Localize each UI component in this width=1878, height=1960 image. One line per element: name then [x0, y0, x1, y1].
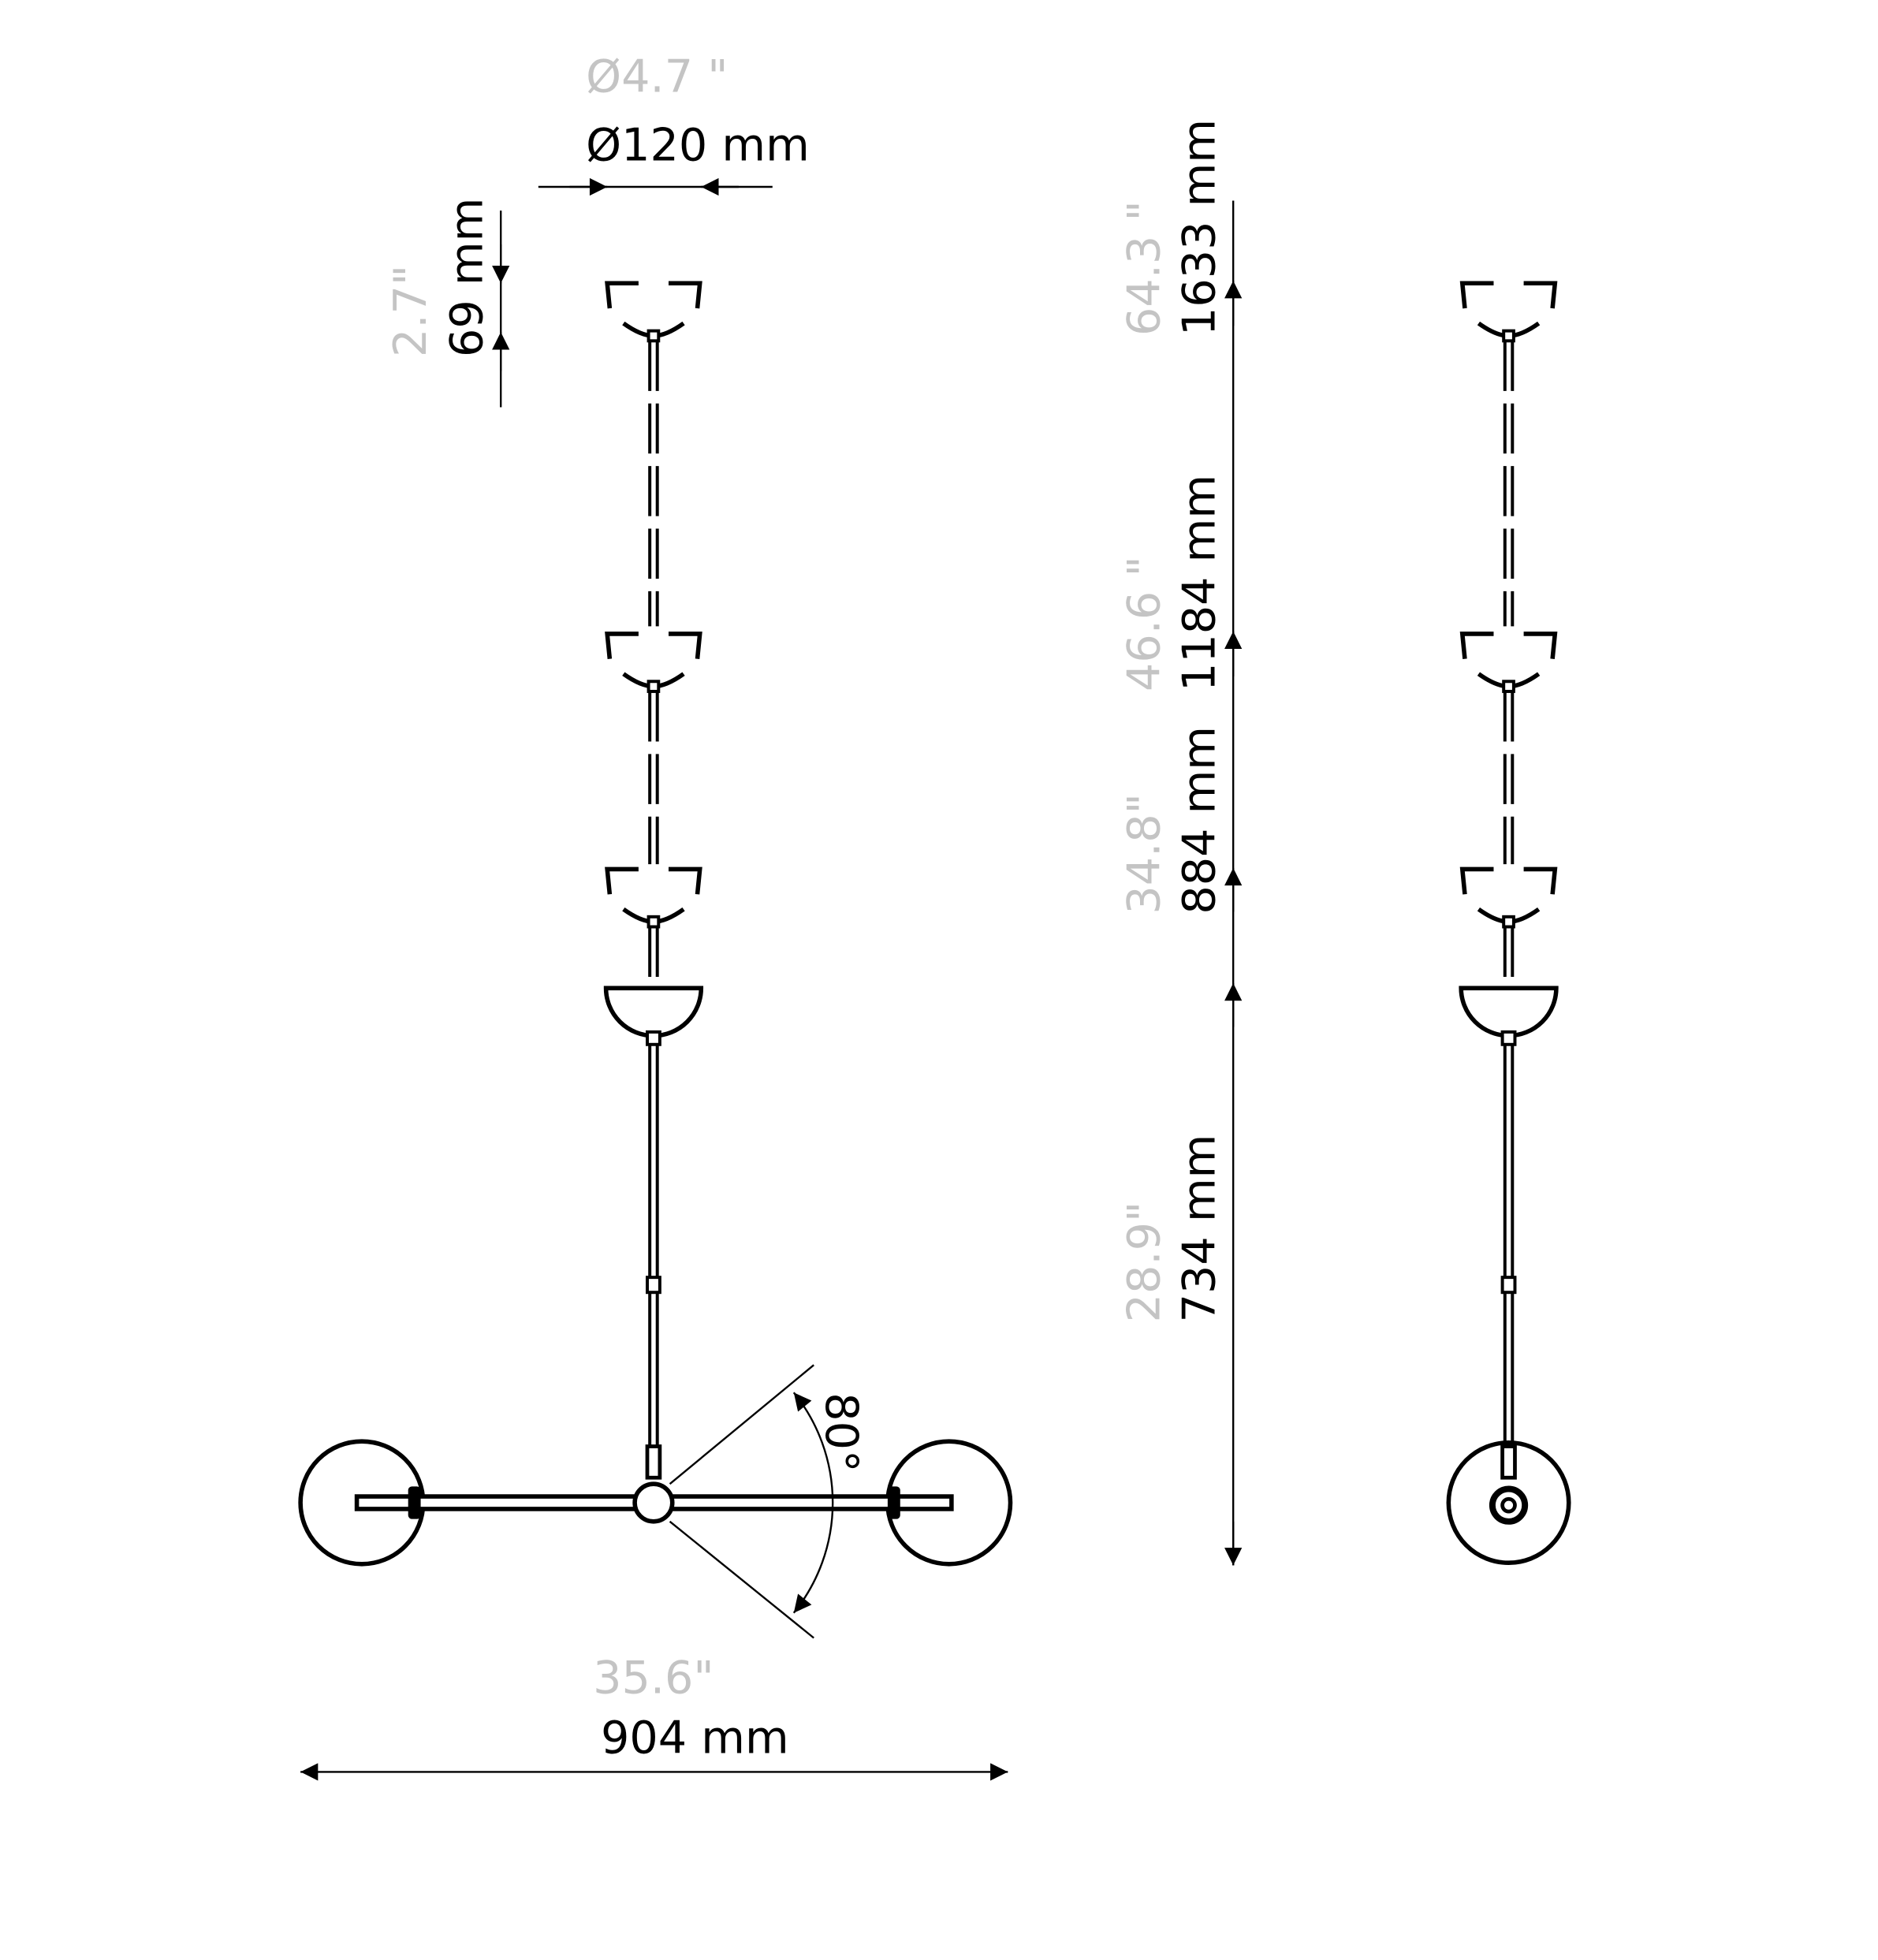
dashed-canopy: [1459, 281, 1558, 309]
height-inch-label-2: 46.6 ": [1118, 556, 1170, 691]
canopy-connector: [1502, 329, 1515, 343]
diameter-mm-label: Ø120 mm: [586, 120, 810, 172]
height-inch-label-1: 64.3 ": [1118, 200, 1170, 336]
dashed-canopy: [605, 632, 702, 659]
diameter-inch-label: Ø4.7 ": [586, 50, 728, 102]
front-view-lamp: [298, 281, 1013, 1567]
height-mm-label-1: 1633 mm: [1173, 119, 1225, 336]
canopy-connector: [1502, 915, 1515, 929]
width-inch-label: 35.6": [593, 1652, 714, 1704]
dashed-canopy: [605, 281, 702, 309]
side-view-lamp: [1446, 281, 1571, 1565]
canopy-connector: [1500, 1030, 1517, 1046]
dashed-canopy: [1459, 632, 1558, 659]
socket-right: [887, 1486, 900, 1519]
height-mm-label-2: 1184 mm: [1173, 475, 1225, 691]
height-inch-label-4: 28.9": [1118, 1202, 1170, 1323]
canopy-connector: [646, 1030, 661, 1046]
canopy: [1459, 986, 1559, 1038]
canopy-connector: [1502, 680, 1515, 693]
canopy-connector: [646, 329, 661, 343]
width-mm-label: 904 mm: [601, 1712, 789, 1764]
globe: [1446, 1440, 1571, 1565]
dashed-canopy: [605, 866, 702, 895]
stem-joint: [645, 1444, 662, 1480]
stem-joint: [646, 1276, 661, 1295]
dashed-canopy: [1459, 866, 1558, 895]
hub: [632, 1481, 675, 1524]
socket: [1500, 1496, 1517, 1514]
height-mm-label-3: 884 mm: [1173, 726, 1225, 915]
canopy-height-mm-label: 69 mm: [441, 198, 493, 357]
height-mm-label-4: 734 mm: [1173, 1135, 1225, 1323]
canopy: [603, 986, 704, 1038]
canopy-height-inch-label: 2.7": [385, 265, 437, 357]
stem-joint: [1500, 1276, 1517, 1295]
stem-joint: [1500, 1444, 1517, 1480]
canopy-connector: [646, 680, 661, 693]
angle-label: 80°: [815, 1392, 867, 1472]
angle-dimension: [669, 1364, 834, 1639]
height-inch-label-3: 34.8": [1118, 793, 1170, 915]
canopy-connector: [646, 915, 661, 929]
socket-left: [408, 1486, 421, 1519]
